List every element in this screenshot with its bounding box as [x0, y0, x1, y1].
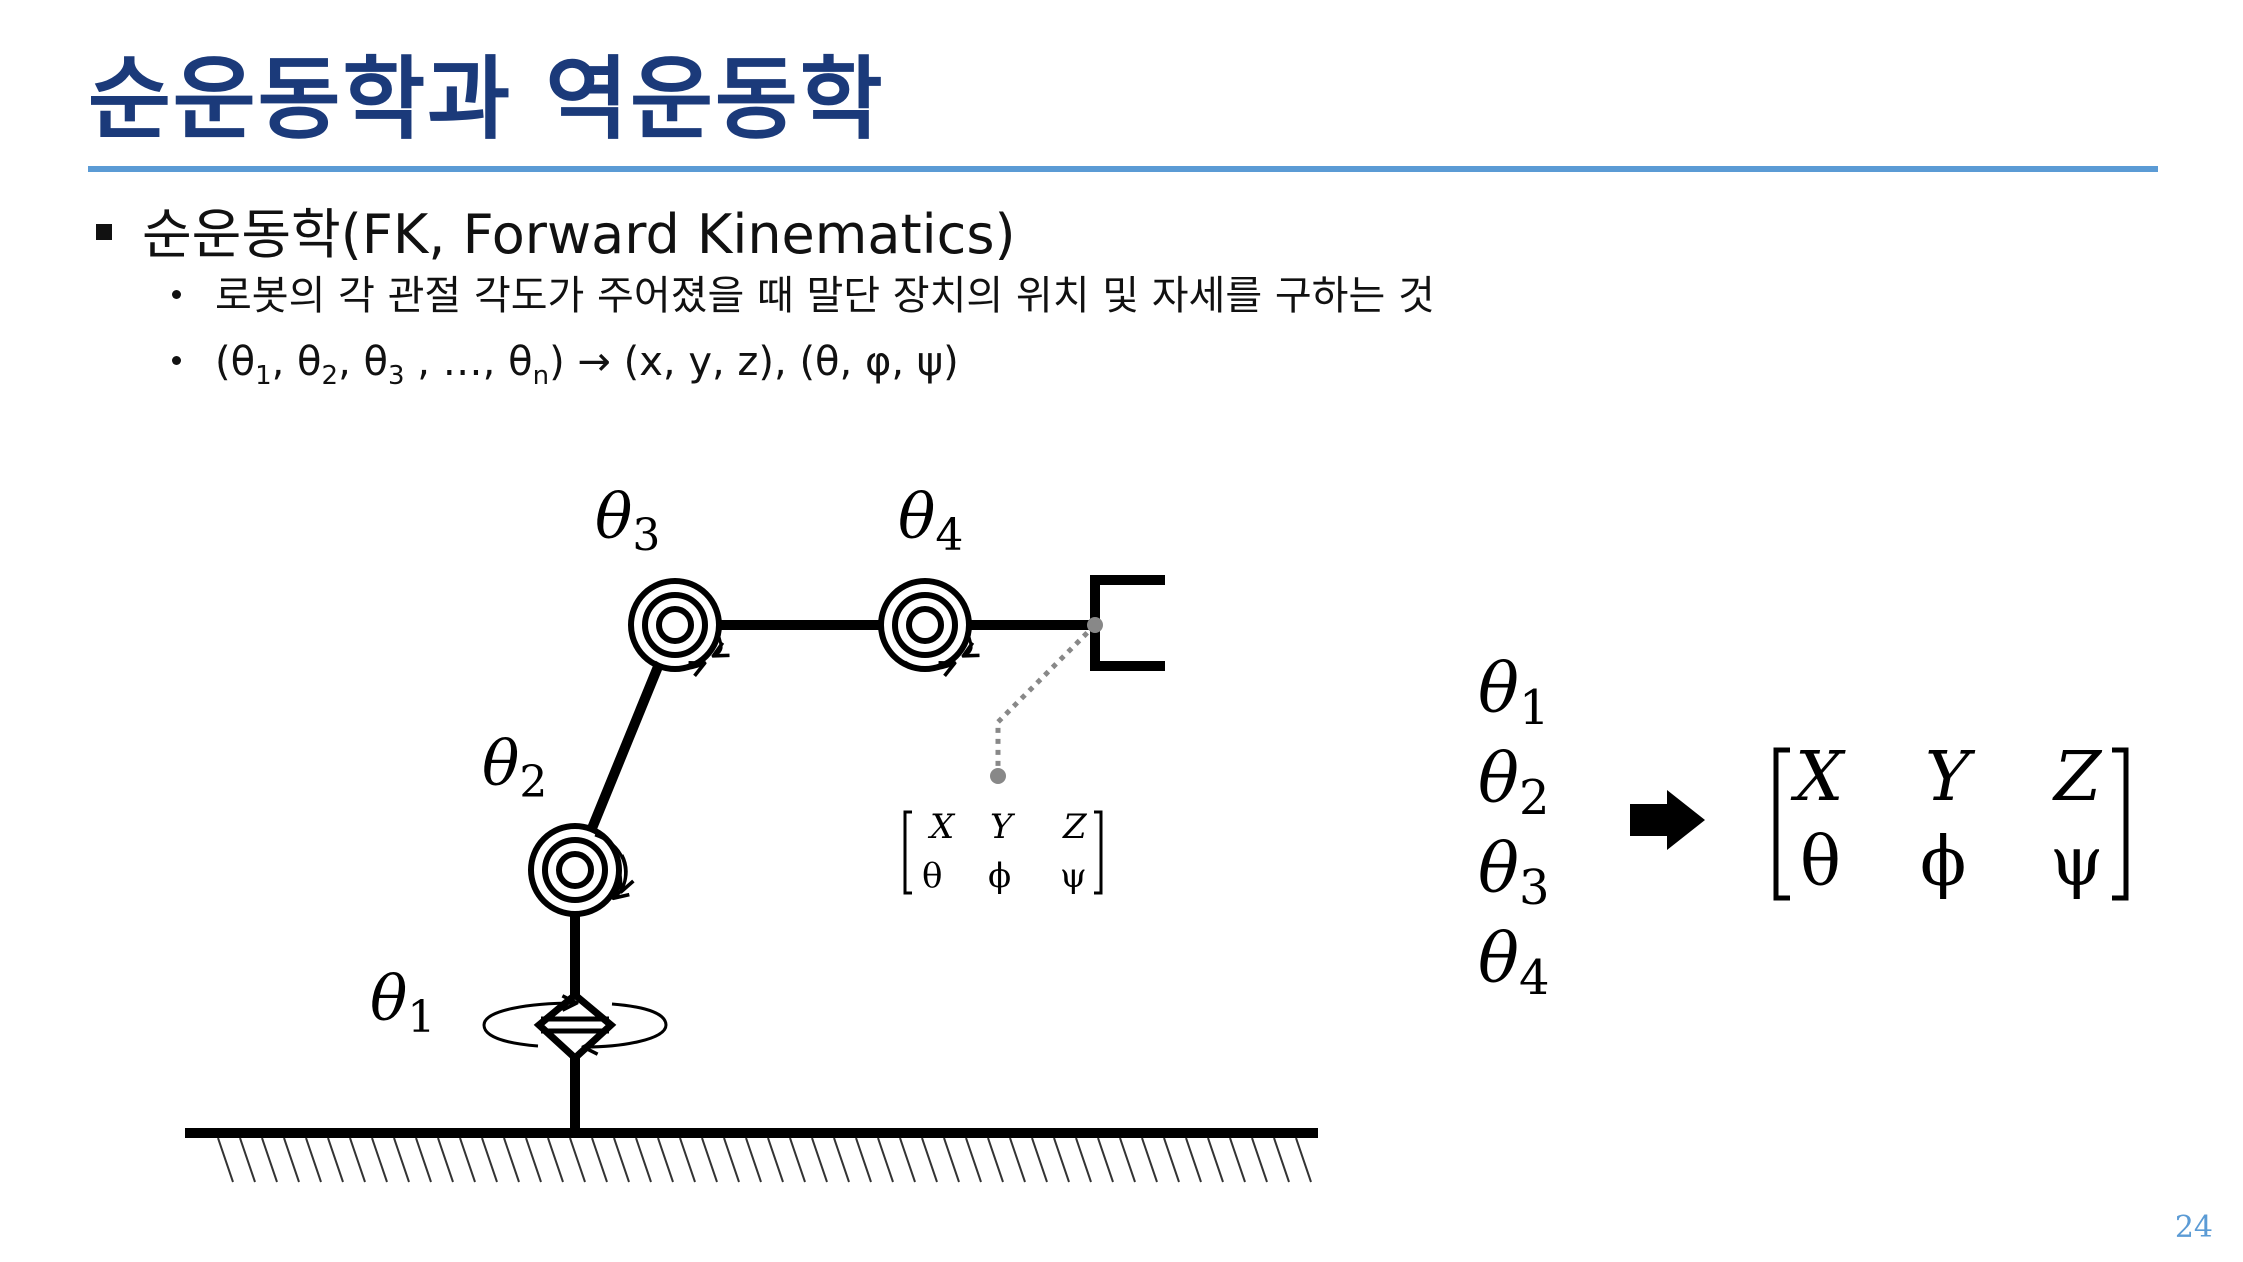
dot-bullet-icon	[172, 289, 181, 299]
ground-hatch-line	[679, 1137, 696, 1183]
ground-hatch-line	[217, 1137, 234, 1183]
dot-bullet-icon	[172, 355, 181, 365]
svg-text:ϕ: ϕ	[988, 856, 1011, 896]
ground-hatch-line	[503, 1137, 520, 1183]
theta-4-label: θ4	[898, 480, 963, 561]
fk-description-bullet: 로봇의 각 관절 각도가 주어졌을 때 말단 장치의 위치 및 자세를 구하는 …	[172, 268, 1435, 324]
ground-hatch-line	[1295, 1137, 1312, 1183]
ground-hatch-line	[1141, 1137, 1158, 1183]
ground-hatch-line	[1185, 1137, 1202, 1183]
ground-hatch-line	[525, 1137, 542, 1183]
right-theta-2: θ2	[1478, 740, 1550, 826]
ground-hatch-line	[811, 1137, 828, 1183]
fk-formula: (θ1, θ2, θ3 , …, θn) → (x, y, z), (θ, φ,…	[215, 339, 959, 391]
ground-hatch-line	[1097, 1137, 1114, 1183]
svg-text:X: X	[927, 807, 956, 847]
ground-hatch-line	[1251, 1137, 1268, 1183]
ground-hatch-line	[987, 1137, 1004, 1183]
svg-text:Z: Z	[1062, 807, 1088, 847]
joint-1	[482, 990, 668, 1063]
ground-hatch-line	[789, 1137, 806, 1183]
ground-hatch-line	[1119, 1137, 1136, 1183]
end-effector-leader	[990, 617, 1103, 784]
theta-2-label: θ2	[482, 727, 547, 808]
right-theta-3: θ3	[1478, 830, 1550, 916]
ground-hatch-line	[371, 1137, 388, 1183]
ground-hatch-line	[1009, 1137, 1026, 1183]
small-pose-matrix: X Y Z θ ϕ ψ	[903, 807, 1103, 896]
ground-hatch-line	[327, 1137, 344, 1183]
ground-hatch-line	[569, 1137, 586, 1183]
ground-hatch-line	[855, 1137, 872, 1183]
pose-matrix: X Y Z θ ϕ ψ	[1773, 738, 2129, 902]
ground-hatch-line	[283, 1137, 300, 1183]
right-theta-4: θ4	[1478, 920, 1550, 1006]
ground-hatch-line	[481, 1137, 498, 1183]
ground-hatch-line	[635, 1137, 652, 1183]
ground-hatch-line	[723, 1137, 740, 1183]
svg-text:ψ: ψ	[2050, 823, 2103, 902]
ground-hatch-line	[899, 1137, 916, 1183]
ground-hatch-line	[393, 1137, 410, 1183]
ground-hatch-line	[261, 1137, 278, 1183]
ground-hatch-line	[415, 1137, 432, 1183]
ground-hatch-line	[943, 1137, 960, 1183]
joint-2	[528, 823, 626, 917]
theta-1-label: θ1	[370, 962, 435, 1043]
ground-hatch-line	[921, 1137, 938, 1183]
fk-heading-bullet: 순운동학(FK, Forward Kinematics)	[96, 200, 1016, 270]
title-underline	[88, 166, 2158, 172]
svg-text:Y: Y	[1925, 738, 1976, 817]
ground-hatch-line	[1207, 1137, 1224, 1183]
right-theta-list: θ1 θ2 θ3 θ4	[1478, 650, 1550, 1006]
ground-hatch-line	[745, 1137, 762, 1183]
ground-hatch-line	[459, 1137, 476, 1183]
svg-text:θ: θ	[922, 856, 942, 896]
ground-hatch-line	[349, 1137, 366, 1183]
ground-hatch-line	[547, 1137, 564, 1183]
fk-description: 로봇의 각 관절 각도가 주어졌을 때 말단 장치의 위치 및 자세를 구하는 …	[215, 273, 1435, 319]
svg-text:ϕ: ϕ	[1920, 823, 1966, 902]
end-effector-gripper	[1090, 575, 1165, 671]
joint-4	[878, 578, 971, 669]
svg-text:X: X	[1790, 738, 1846, 817]
page-number: 24	[2174, 1210, 2213, 1245]
ground-hatch-line	[305, 1137, 322, 1183]
fk-heading: 순운동학(FK, Forward Kinematics)	[142, 203, 1016, 266]
ground-hatch-line	[613, 1137, 630, 1183]
slide-title: 순운동학과 역운동학	[88, 47, 885, 152]
ground-hatch-line	[701, 1137, 718, 1183]
ground-hatch-line	[657, 1137, 674, 1183]
ground-hatch-line	[833, 1137, 850, 1183]
ground-hatch-line	[1229, 1137, 1246, 1183]
right-arrow-icon	[1630, 790, 1705, 850]
joint-3	[628, 578, 721, 669]
svg-text:Y: Y	[990, 807, 1016, 847]
right-theta-1: θ1	[1478, 650, 1550, 736]
svg-text:Z: Z	[2052, 738, 2103, 817]
ground-hatch-line	[1273, 1137, 1290, 1183]
ground-hatch-line	[767, 1137, 784, 1183]
ground-hatch-line	[239, 1137, 256, 1183]
ground-hatch-line	[1031, 1137, 1048, 1183]
theta-3-label: θ3	[595, 480, 660, 561]
square-bullet-icon	[96, 224, 112, 241]
ground-hatch-line	[437, 1137, 454, 1183]
ground-hatch-line	[1075, 1137, 1092, 1183]
fk-formula-bullet: (θ1, θ2, θ3 , …, θn) → (x, y, z), (θ, φ,…	[172, 334, 959, 404]
ground-hatch-line	[591, 1137, 608, 1183]
ground	[185, 1128, 1318, 1183]
ground-hatch-line	[965, 1137, 982, 1183]
svg-text:θ: θ	[1800, 823, 1841, 902]
svg-text:ψ: ψ	[1060, 856, 1087, 896]
ground-hatch-line	[1163, 1137, 1180, 1183]
ground-hatch-line	[877, 1137, 894, 1183]
ground-hatch-line	[1053, 1137, 1070, 1183]
